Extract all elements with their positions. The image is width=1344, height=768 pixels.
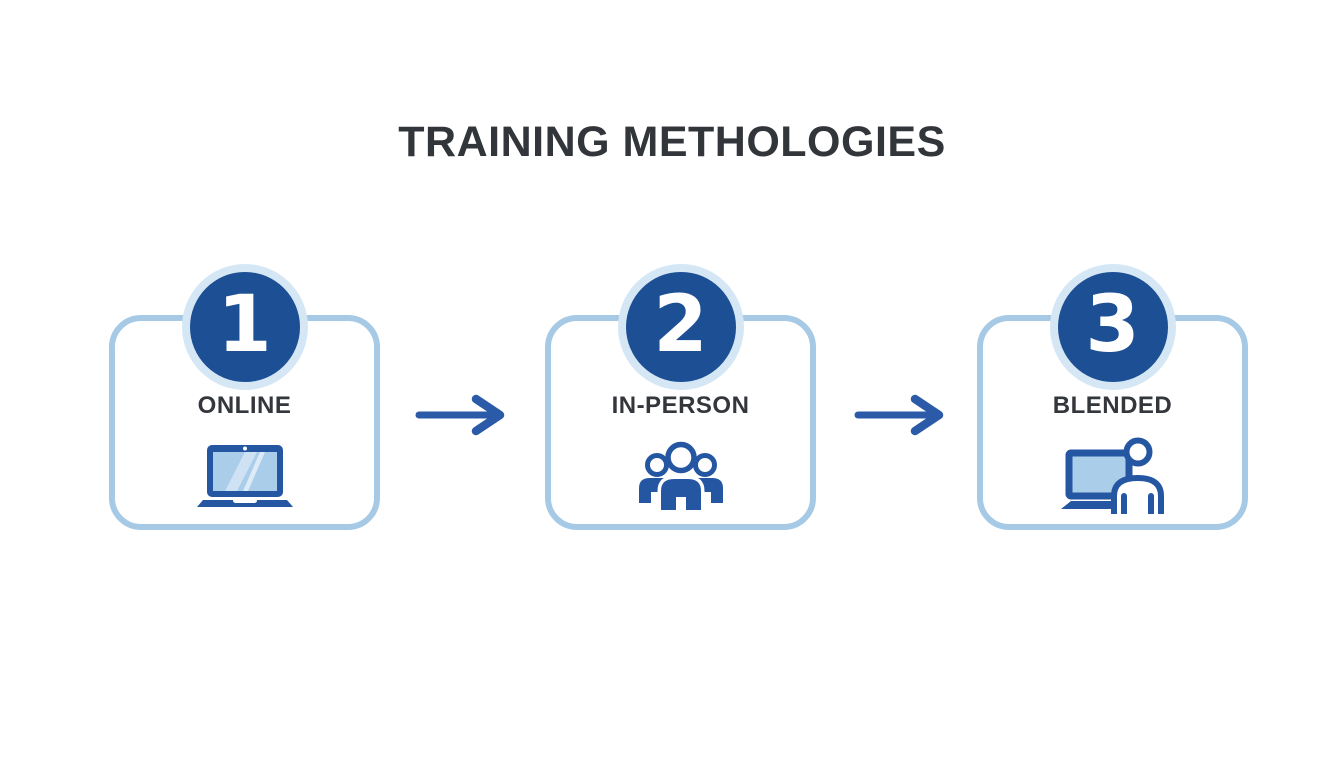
step-icon-wrap <box>983 437 1242 514</box>
step-icon-wrap <box>115 437 374 514</box>
step-label: BLENDED <box>1052 392 1173 419</box>
step-label: ONLINE <box>197 392 292 419</box>
people-group-icon <box>638 441 723 510</box>
arrow-right-icon <box>415 394 505 436</box>
laptop-person-icon <box>1060 437 1164 514</box>
diagram-title: TRAINING METHOLOGIES <box>398 118 946 166</box>
step-number: 3 <box>1057 272 1168 382</box>
step-label: IN-PERSON <box>611 392 750 419</box>
step-number: 1 <box>189 272 300 382</box>
step-number-badge: 2 <box>617 264 744 390</box>
step-card-in-person: 2 IN-PERSON <box>545 264 816 530</box>
step-card-blended: 3 BLENDED <box>977 264 1248 530</box>
step-icon-wrap <box>551 437 810 514</box>
step-number-badge: 1 <box>181 264 308 390</box>
laptop-icon <box>196 444 293 507</box>
step-card-online: 1 ONLINE <box>109 264 380 530</box>
step-number-badge: 3 <box>1049 264 1176 390</box>
arrow-right-icon <box>854 394 944 436</box>
step-number: 2 <box>625 272 736 382</box>
